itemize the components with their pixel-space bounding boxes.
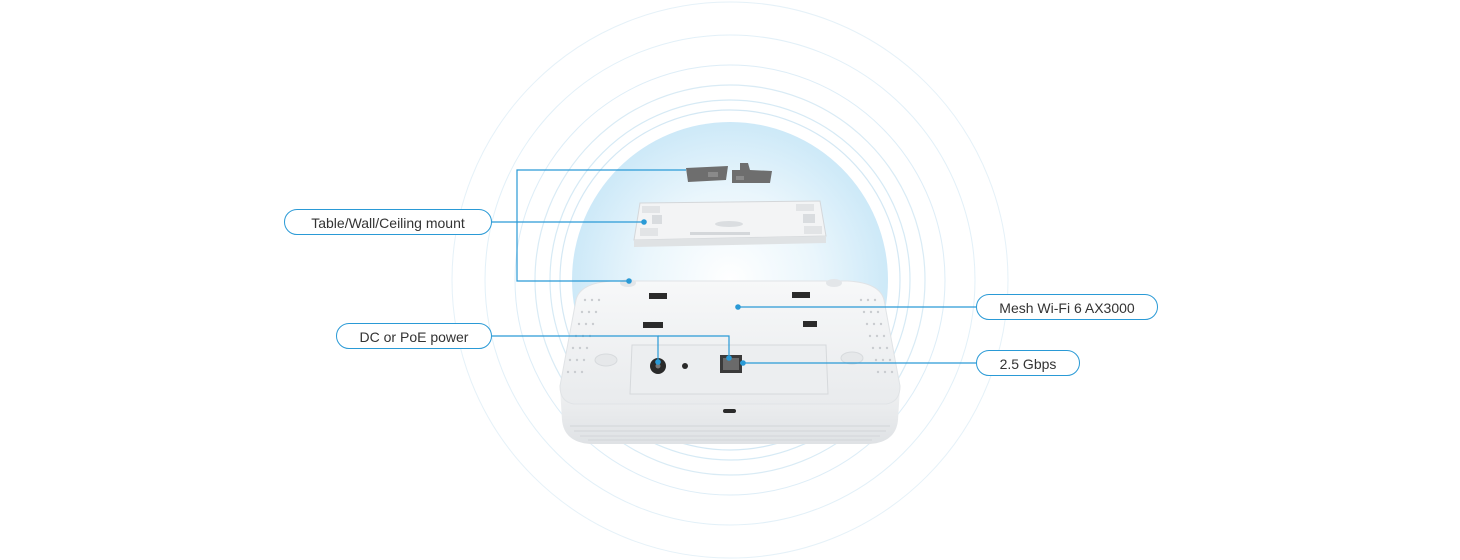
leader-dots	[626, 219, 746, 366]
callout-mount: Table/Wall/Ceiling mount	[284, 209, 492, 235]
callout-mesh-wifi: Mesh Wi-Fi 6 AX3000	[976, 294, 1158, 320]
signal-rings	[451, 1, 1009, 559]
callout-speed: 2.5 Gbps	[976, 350, 1080, 376]
access-point-device	[559, 279, 901, 444]
callout-power: DC or PoE power	[336, 323, 492, 349]
rj45-port-icon	[720, 355, 742, 373]
mount-clips	[686, 163, 772, 183]
vent-grille-right	[859, 298, 894, 374]
leader-lines	[492, 169, 976, 364]
mounting-plate	[633, 200, 827, 247]
